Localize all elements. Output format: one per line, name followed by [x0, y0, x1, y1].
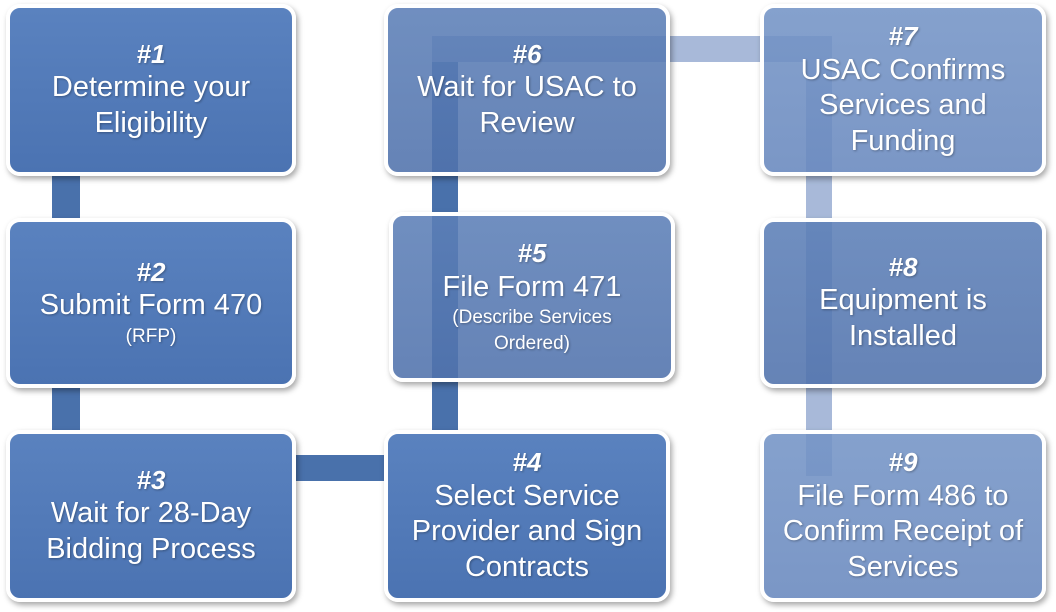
step-number: #6	[512, 38, 542, 69]
step-7: #7 USAC Confirms Services and Funding	[760, 4, 1046, 176]
step-title: File Form 471	[442, 270, 622, 303]
step-4: #4 Select Service Provider and Sign Cont…	[384, 430, 670, 602]
step-subtitle: (Describe Services Ordered)	[452, 306, 612, 354]
step-9: #9 File Form 486 to Confirm Receipt of S…	[760, 430, 1046, 602]
step-title: File Form 486 to Confirm Receipt of Serv…	[782, 479, 1024, 583]
step-2: #2 Submit Form 470 (RFP)	[6, 218, 296, 388]
step-number: #2	[136, 256, 166, 287]
step-title: Wait for USAC to Review	[417, 71, 637, 139]
step-1: #1 Determine your Eligibility	[6, 4, 296, 176]
step-title: Equipment is Installed	[819, 284, 987, 352]
step-6: #6 Wait for USAC to Review	[384, 4, 670, 176]
step-title: Submit Form 470	[39, 289, 263, 322]
step-title: USAC Confirms Services and Funding	[800, 53, 1006, 157]
step-number: #8	[888, 251, 918, 282]
step-subtitle: (RFP)	[125, 325, 177, 347]
step-number: #9	[888, 447, 918, 478]
step-3: #3 Wait for 28-Day Bidding Process	[6, 430, 296, 602]
step-title: Determine your Eligibility	[51, 71, 251, 139]
step-title: Select Service Provider and Sign Contrac…	[411, 479, 643, 583]
step-number: #7	[888, 21, 918, 52]
step-number: #1	[136, 38, 166, 69]
step-8: #8 Equipment is Installed	[760, 218, 1046, 388]
step-5: #5 File Form 471 (Describe Services Orde…	[389, 212, 675, 382]
step-number: #5	[517, 237, 547, 268]
step-number: #4	[512, 447, 542, 478]
step-title: Wait for 28-Day Bidding Process	[46, 497, 256, 565]
step-number: #3	[136, 464, 166, 495]
